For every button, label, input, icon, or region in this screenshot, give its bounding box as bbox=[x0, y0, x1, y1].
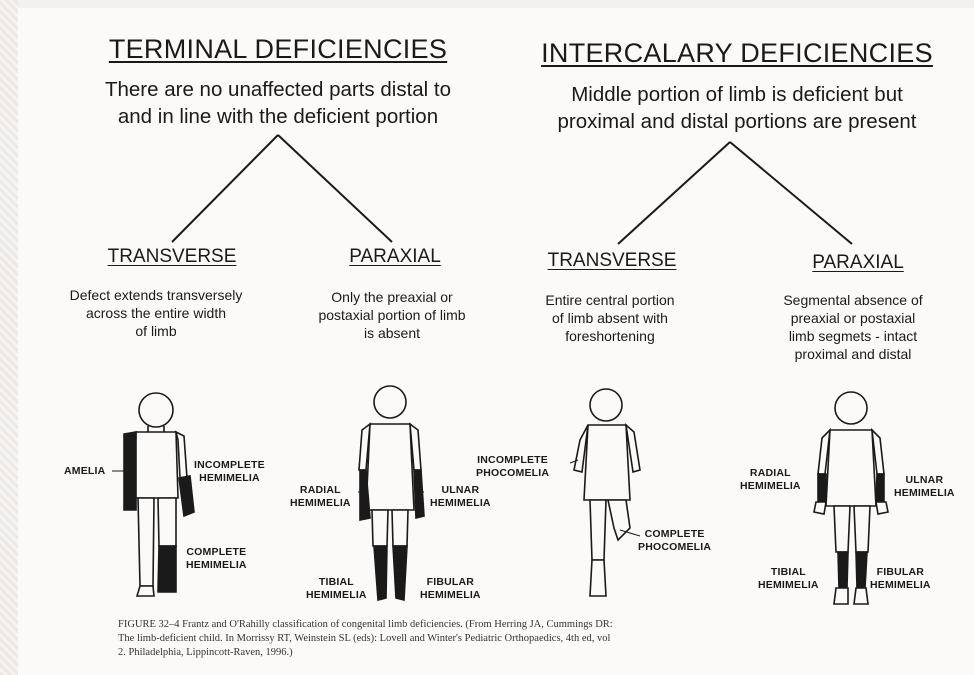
label-incomplete-phocomelia: INCOMPLETE PHOCOMELIA bbox=[476, 454, 549, 480]
caption-line-3: 2. Philadelphia, Lippincott-Raven, 1996.… bbox=[118, 646, 908, 660]
intercalary-paraxial-title: PARAXIAL bbox=[758, 252, 958, 274]
terminal-definition-line-1: There are no unaffected parts distal to bbox=[40, 76, 516, 103]
connector-terminal-paraxial bbox=[278, 135, 392, 242]
figure-intercalary-transverse bbox=[574, 389, 640, 596]
intercalary-deficiencies-title: INTERCALARY DEFICIENCIES bbox=[512, 38, 962, 69]
connector-intercalary-transverse bbox=[618, 142, 730, 244]
connector-intercalary-paraxial bbox=[730, 142, 852, 244]
terminal-paraxial-title: PARAXIAL bbox=[300, 246, 490, 268]
label-ulnar-hemimelia-intercalary: ULNAR HEMIMELIA bbox=[894, 474, 955, 500]
label-ulnar-hemimelia-terminal: ULNAR HEMIMELIA bbox=[430, 484, 491, 510]
label-complete-hemimelia: COMPLETE HEMIMELIA bbox=[186, 546, 247, 572]
label-radial-hemimelia-terminal: RADIAL HEMIMELIA bbox=[290, 484, 351, 510]
figure-terminal-paraxial bbox=[359, 386, 424, 600]
terminal-paraxial-description: Only the preaxial or postaxial portion o… bbox=[292, 288, 492, 342]
intercalary-transverse-description: Entire central portion of limb absent wi… bbox=[510, 291, 710, 345]
terminal-transverse-title: TRANSVERSE bbox=[72, 246, 272, 268]
label-radial-hemimelia-intercalary: RADIAL HEMIMELIA bbox=[740, 467, 801, 493]
terminal-transverse-description: Defect extends transversely across the e… bbox=[36, 286, 276, 340]
terminal-deficiencies-title: TERMINAL DEFICIENCIES bbox=[78, 34, 478, 65]
intercalary-transverse-title: TRANSVERSE bbox=[512, 250, 712, 272]
label-fibular-hemimelia-terminal: FIBULAR HEMIMELIA bbox=[420, 576, 481, 602]
connector-terminal-transverse bbox=[172, 135, 278, 242]
intercalary-paraxial-description: Segmental absence of preaxial or postaxi… bbox=[748, 291, 958, 363]
label-complete-phocomelia: COMPLETE PHOCOMELIA bbox=[638, 528, 711, 554]
caption-line-1: FIGURE 32–4 Frantz and O'Rahilly classif… bbox=[118, 618, 908, 632]
figure-terminal-transverse bbox=[124, 393, 194, 596]
intercalary-definition-line-1: Middle portion of limb is deficient but bbox=[512, 81, 962, 108]
label-incomplete-hemimelia: INCOMPLETE HEMIMELIA bbox=[194, 459, 265, 485]
caption-line-2: The limb-deficient child. In Morrissy RT… bbox=[118, 632, 908, 646]
terminal-definition-line-2: and in line with the deficient portion bbox=[40, 103, 516, 130]
intercalary-definition-line-2: proximal and distal portions are present bbox=[512, 108, 962, 135]
label-tibial-hemimelia-terminal: TIBIAL HEMIMELIA bbox=[306, 576, 367, 602]
label-tibial-hemimelia-intercalary: TIBIAL HEMIMELIA bbox=[758, 566, 819, 592]
label-amelia: AMELIA bbox=[64, 465, 105, 478]
figure-caption: FIGURE 32–4 Frantz and O'Rahilly classif… bbox=[118, 618, 908, 660]
label-fibular-hemimelia-intercalary: FIBULAR HEMIMELIA bbox=[870, 566, 931, 592]
